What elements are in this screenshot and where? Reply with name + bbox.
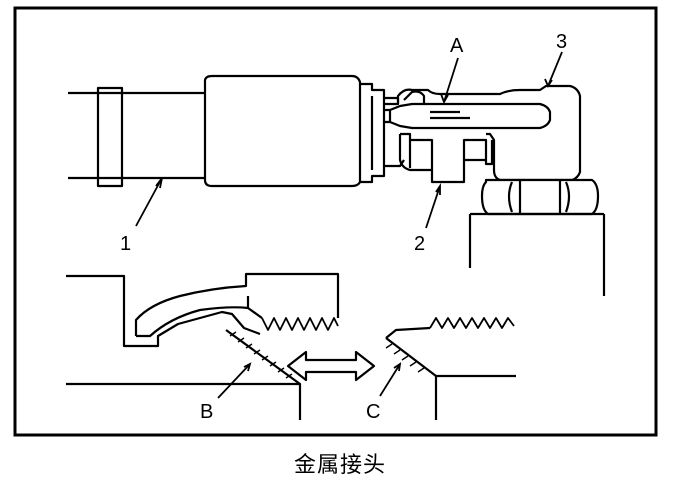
seal-detail (66, 272, 516, 420)
cone-c (385, 337, 437, 377)
label-a: A (450, 35, 464, 57)
double-arrow (286, 350, 376, 382)
mount-nut (480, 178, 600, 216)
leader-lines (135, 51, 563, 399)
elbow-fitting (384, 84, 582, 182)
hose (68, 91, 205, 180)
threads-left (261, 317, 339, 331)
label-b: B (200, 401, 213, 423)
diagram-frame (13, 6, 658, 437)
mounting-block (468, 212, 606, 296)
ferrule (203, 74, 362, 188)
label-1: 1 (120, 233, 131, 255)
figure-caption: 金属接头 (293, 453, 386, 478)
hex-nut (400, 132, 494, 184)
label-2: 2 (414, 233, 425, 255)
hose-assembly (68, 74, 606, 296)
left-fitting-outline (66, 274, 261, 348)
label-c: C (366, 401, 380, 423)
hose-band (96, 86, 124, 188)
threads-right (429, 317, 515, 329)
label-3: 3 (556, 31, 567, 53)
cone-b (225, 329, 301, 385)
